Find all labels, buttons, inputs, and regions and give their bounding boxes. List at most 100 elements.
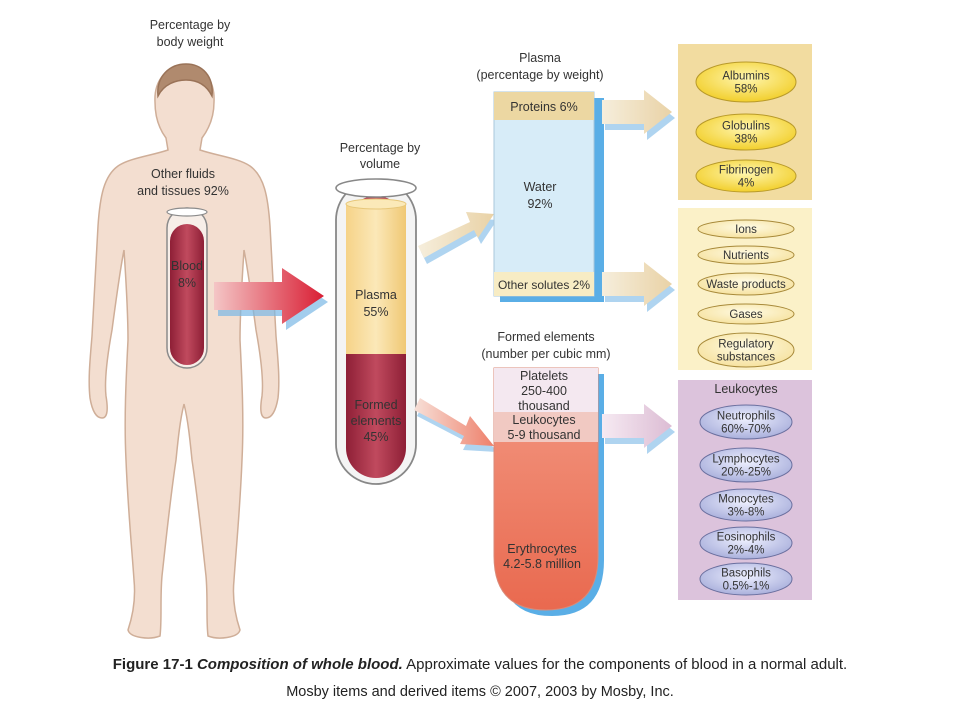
water-label: Water 92%: [524, 180, 557, 211]
neutrophils-oval-shape: [699, 404, 793, 440]
water-line1: Water: [524, 180, 557, 194]
eosinophils-oval-text: Eosinophils: [717, 532, 776, 544]
arrow-proteins: [602, 90, 675, 140]
neutrophils-oval-text: Neutrophils: [717, 411, 775, 423]
erythrocytes-line1: Erythrocytes: [507, 542, 576, 556]
lymphocytes-oval-shape: [699, 447, 793, 483]
albumins-oval-text: 58%: [734, 84, 757, 96]
gases-oval-text: Gases: [729, 309, 762, 321]
formed-heading: Formed elements (number per cubic mm): [481, 330, 610, 361]
waste-products-oval: Waste products: [697, 272, 795, 296]
nutrients-oval: Nutrients: [697, 245, 795, 265]
lymphocytes-oval-text: Lymphocytes: [712, 454, 780, 466]
tube-formed-line2: elements: [351, 414, 402, 428]
body-heading-line2: body weight: [157, 35, 224, 49]
blood-label-line2: 8%: [178, 276, 196, 290]
monocytes-oval-text: Monocytes: [718, 494, 774, 506]
other-fluids-label: Other fluids and tissues 92%: [137, 167, 229, 198]
formed-heading-line2: (number per cubic mm): [481, 347, 610, 361]
fibrinogen-oval-text: Fibrinogen: [719, 165, 773, 177]
platelets-line2: 250-400: [521, 384, 567, 398]
globulins-oval-text: 38%: [734, 134, 757, 146]
leukocytes-tube-line1: Leukocytes: [512, 413, 575, 427]
tube-heading-line1: Percentage by: [340, 141, 421, 155]
nutrients-oval-text: Nutrients: [723, 250, 769, 262]
ions-oval-text: Ions: [735, 224, 757, 236]
ions-oval-shape: [697, 219, 795, 239]
regulatory-oval-text: Regulatory: [718, 339, 774, 351]
globulins-oval-text: Globulins: [722, 121, 770, 133]
gases-oval-shape: [697, 303, 795, 325]
leukocytes-box-title: Leukocytes: [714, 382, 777, 396]
eosinophils-oval-text: 2%-4%: [727, 545, 764, 557]
tube-plasma-label: Plasma 55%: [355, 288, 397, 319]
body-blood-tube: [166, 207, 208, 369]
ions-oval: Ions: [697, 219, 795, 239]
caption-text: Approximate values for the components of…: [406, 656, 848, 673]
blood-label: Blood 8%: [171, 259, 203, 290]
basophils-oval-text: 0.5%-1%: [723, 581, 770, 593]
albumins-oval-shape: [695, 61, 797, 103]
gases-oval: Gases: [697, 303, 795, 325]
fibrinogen-oval-text: 4%: [738, 178, 755, 190]
tube-heading-line2: volume: [360, 157, 400, 171]
basophils-oval-shape: [699, 562, 793, 596]
regulatory-oval-shape: [697, 332, 795, 368]
volume-test-tube: [335, 178, 417, 485]
caption-title: Composition of whole blood.: [196, 656, 403, 673]
plasma-heading-line2: (percentage by weight): [476, 68, 603, 82]
neutrophils-oval-text: 60%-70%: [721, 424, 771, 436]
other-solutes-label: Other solutes 2%: [498, 278, 590, 292]
lymphocytes-oval-text: 20%-25%: [721, 467, 771, 479]
plasma-heading: Plasma (percentage by weight): [476, 51, 603, 82]
tube-plasma-line2: 55%: [363, 305, 388, 319]
albumins-oval-text: Albumins: [722, 71, 770, 83]
leukocytes-tube-label: Leukocytes 5-9 thousand: [508, 413, 581, 442]
caption-figure-number: Figure 17-1: [112, 656, 193, 673]
leukocytes-tube-line2: 5-9 thousand: [508, 428, 581, 442]
basophils-oval-text: Basophils: [721, 568, 771, 580]
erythrocytes-label: Erythrocytes 4.2-5.8 million: [503, 542, 581, 571]
tube-formed-label: Formed elements 45%: [351, 398, 402, 444]
monocytes-oval-shape: [699, 488, 793, 522]
other-fluids-line2: and tissues 92%: [137, 184, 229, 198]
monocytes-oval-text: 3%-8%: [727, 507, 764, 519]
tube-heading: Percentage by volume: [340, 141, 421, 171]
blood-label-line1: Blood: [171, 259, 203, 273]
plasma-cylinder: [493, 91, 604, 302]
arrow-solutes: [602, 262, 675, 312]
formed-heading-line1: Formed elements: [497, 330, 594, 344]
platelets-line3: thousand: [518, 399, 569, 413]
body-heading: Percentage by body weight: [150, 18, 231, 49]
arrow-tube-to-formed: [414, 398, 497, 452]
fibrinogen-oval-shape: [695, 159, 797, 193]
figure-caption: Figure 17-1 Composition of whole blood. …: [0, 656, 960, 673]
formed-elements-tube: [493, 367, 604, 616]
erythrocytes-line2: 4.2-5.8 million: [503, 557, 581, 571]
arrow-tube-to-plasma: [418, 212, 497, 264]
copyright-credit: Mosby items and derived items © 2007, 20…: [286, 684, 674, 700]
tube-formed-line3: 45%: [363, 430, 388, 444]
regulatory-oval-text: substances: [717, 352, 775, 364]
eosinophils-oval-shape: [699, 526, 793, 560]
nutrients-oval-shape: [697, 245, 795, 265]
platelets-line1: Platelets: [520, 369, 568, 383]
arrow-body-to-tube: [214, 268, 328, 330]
tube-formed-line1: Formed: [354, 398, 397, 412]
other-fluids-line1: Other fluids: [151, 167, 215, 181]
waste-products-oval-text: Waste products: [706, 279, 786, 291]
arrow-leukocytes: [602, 404, 675, 454]
waste-products-oval-shape: [697, 272, 795, 296]
tube-plasma-line1: Plasma: [355, 288, 397, 302]
